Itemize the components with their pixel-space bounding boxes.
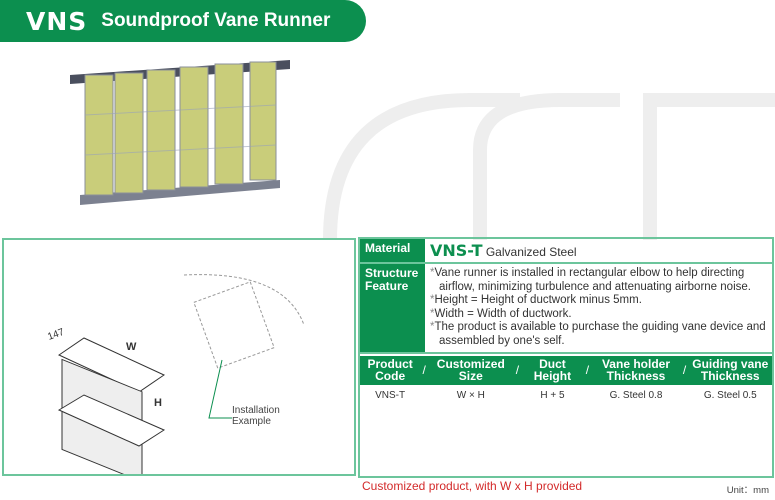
feature-item: *The product is available to purchase th… [430,321,766,347]
header-cell: Customized [436,356,505,371]
header-cell: Height [533,369,572,384]
feature-label-1: Structure [365,266,419,280]
header-separator: / [422,362,426,377]
customization-note: Customized product, with W x H provided [362,479,583,493]
header-cell: Duct [539,356,566,371]
header-separator: / [682,362,687,377]
install-label-line1: Installation [232,405,280,416]
cell-holder-thickness: G. Steel 0.8 [609,389,663,401]
header-cell: Product [367,356,413,371]
material-label: Material [360,239,425,262]
title-banner: VNS Soundproof Vane Runner [0,0,366,42]
header-cell: Code [375,369,406,384]
header-cell: Guiding vane [692,356,769,371]
cell-size: W × H [456,389,485,401]
feature-label-2: Feature [365,279,409,293]
material-value: Galvanized Steel [485,245,577,259]
feature-item: *Width = Width of ductwork. [430,307,572,320]
dimension-drawing: 147 W H [46,274,305,483]
height-dimension: H [154,397,162,409]
feature-item: *Height = Height of ductwork minus 5mm. [430,294,642,307]
material-code: VNS-T [430,241,483,260]
product-code-title: VNS [26,6,88,36]
material-row: Material VNS-T Galvanized Steel [360,239,772,264]
installation-example-label: Installation Example [232,405,280,427]
cell-vane-thickness: G. Steel 0.5 [703,389,757,401]
product-name-title: Soundproof Vane Runner [101,10,331,31]
header-separator: / [585,362,590,377]
unit-label: Unit：mm [726,485,769,496]
header-cell: Size [458,369,483,384]
background-logo-watermark [323,93,775,240]
header-cell: Vane holder [601,356,670,371]
install-label-line2: Example [232,416,271,427]
cell-product-code: VNS-T [375,389,406,401]
table-row: VNS-T W × H H + 5 G. Steel 0.8 G. Steel … [360,385,772,401]
cell-duct-height: H + 5 [540,389,565,401]
header-cell: Thickness [700,369,760,384]
feature-item: *Vane runner is installed in rectangular… [430,267,751,293]
width-dimension: W [126,341,137,353]
vane-runner-product-image [70,60,290,205]
drawing-panel: 147 W H [2,238,356,483]
header-cell: Thickness [606,369,666,384]
header-separator: / [515,362,520,377]
spec-panel: Material VNS-T Galvanized Steel Structur… [358,237,774,478]
depth-dimension: 147 [46,327,66,343]
